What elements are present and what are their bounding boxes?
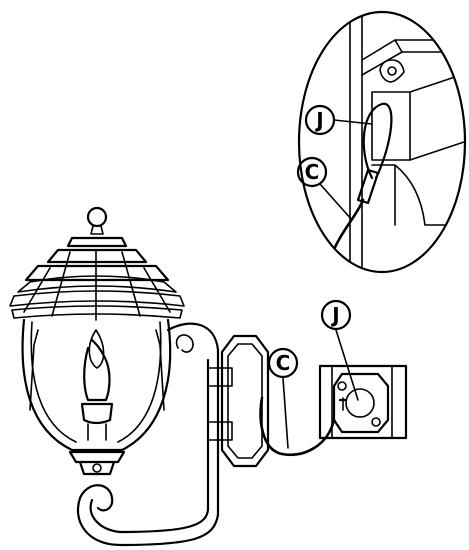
- inset-box-lower: [371, 164, 465, 226]
- callout-c-main-text: C: [276, 351, 291, 375]
- inset-mounting-tab: [379, 59, 405, 83]
- lantern-finial: [86, 206, 108, 228]
- inset-border: [297, 10, 467, 274]
- wall-backplate: [220, 334, 270, 468]
- junction-box: [318, 364, 408, 440]
- lantern-flame: [88, 329, 105, 369]
- inset-ground-loop: [362, 102, 393, 180]
- junction-screw-bottom: [371, 417, 381, 427]
- lantern-arm-top: [166, 322, 220, 372]
- junction-box-octagon: [332, 372, 390, 434]
- main-c-leader: [282, 377, 289, 449]
- callout-j-main-text: J: [330, 303, 339, 327]
- callout-j-inset-text: J: [314, 108, 323, 132]
- callout-c-inset-text: C: [305, 160, 320, 184]
- junction-screw-top: [337, 381, 347, 391]
- inset-wall-plate: [349, 14, 363, 272]
- lantern-base: [68, 450, 126, 476]
- lantern-roof: [24, 236, 170, 282]
- callout-j-inset: J: [304, 104, 336, 136]
- lantern-fixture: [9, 206, 233, 547]
- callout-c-inset: C: [296, 156, 328, 188]
- inset-c-leader: [319, 183, 353, 221]
- main-j-leader: [335, 329, 359, 401]
- callout-j-main: J: [320, 299, 352, 331]
- inset-bracket: [361, 39, 465, 76]
- detail-inset: [297, 10, 467, 274]
- lantern-arm-lower: [89, 358, 210, 534]
- inset-j-leader: [333, 119, 373, 125]
- lantern-candle: [83, 338, 111, 402]
- inset-wire-connector: [356, 168, 380, 205]
- callout-c-main: C: [267, 347, 299, 379]
- inset-screw: [387, 66, 397, 76]
- supply-wire: [259, 396, 336, 457]
- lantern-glass: [21, 318, 172, 452]
